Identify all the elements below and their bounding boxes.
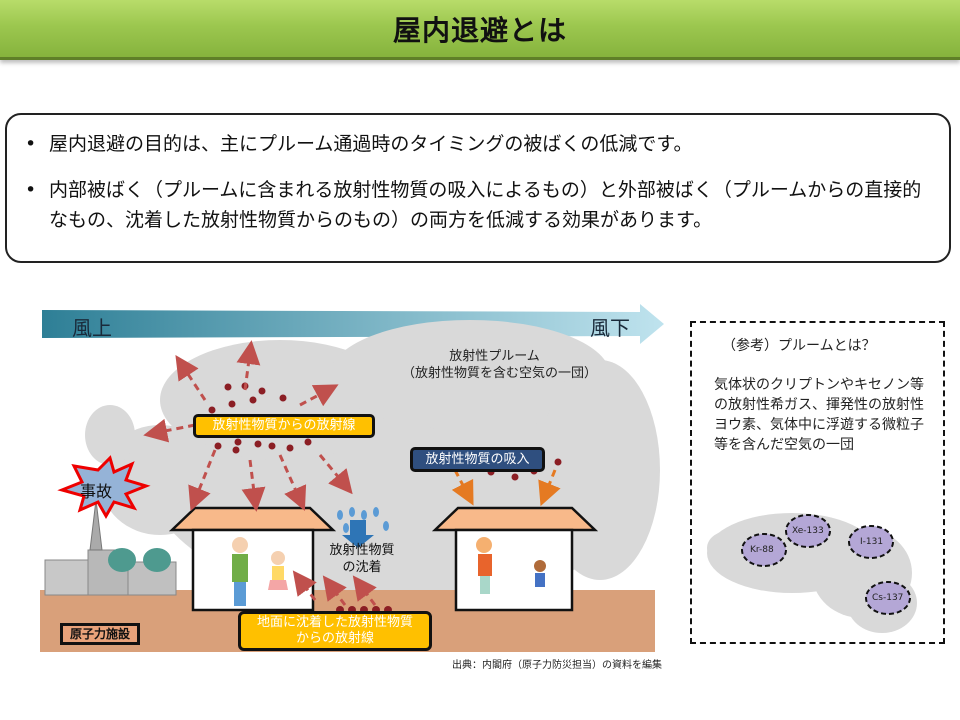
plume-label-line2: （放射性物質を含む空気の一団）: [402, 366, 598, 381]
accident-label: 事故: [80, 482, 113, 501]
radiation-callout: 放射性物質からの放射線: [193, 414, 375, 438]
nuclear-plant-icon: [44, 499, 177, 596]
right-house: [431, 506, 599, 612]
left-house: [168, 506, 337, 612]
upwind-label: 風上: [72, 316, 112, 340]
ground-radiation-line1: 地面に沈着した放射性物質: [256, 615, 413, 630]
summary-bullet: 屋内退避の目的は、主にプルーム通過時のタイミングの被ばくの低減です。: [21, 129, 931, 159]
indoor-sheltering-diagram: 風上 風下 放射性プルーム （放射性物質を含む空気の一団） 放射性物質からの放射…: [0, 290, 680, 690]
radiation-arrows: [143, 340, 377, 606]
facility-label: 原子力施設: [60, 623, 140, 645]
plume-label: 放射性プルーム （放射性物質を含む空気の一団）: [402, 348, 598, 382]
downwind-label: 風下: [590, 316, 630, 340]
deposition-arrow: [342, 520, 374, 548]
source-note: 出典：内閣府（原子力防災担当）の資料を編集: [452, 660, 662, 671]
page-title: 屋内退避とは: [392, 13, 567, 47]
summary-bullet: 内部被ばく（プルームに含まれる放射性物質の吸入によるもの）と外部被ばく（プルーム…: [21, 175, 931, 235]
nuclide-bubble: [741, 533, 787, 567]
reference-body: 気体状のクリプトンやキセノン等の放射性希ガス、揮発性の放射性ヨウ素、気体中に浮遊…: [714, 377, 924, 453]
nuclide-label: Cs-137: [872, 593, 904, 603]
plume-cloud-illustration: [707, 513, 917, 633]
reference-title: （参考）プルームとは？: [722, 338, 876, 354]
plume-label-line1: 放射性プルーム: [449, 349, 540, 364]
summary-box: 屋内退避の目的は、主にプルーム通過時のタイミングの被ばくの低減です。 内部被ばく…: [5, 113, 951, 263]
nuclide-bubble: [785, 514, 831, 548]
reference-box: （参考）プルームとは？ 気体状のクリプトンやキセノン等の放射性希ガス、揮発性の放…: [690, 321, 945, 644]
deposition-line2: の沈着: [342, 560, 382, 575]
rain-drops-icon: [337, 507, 389, 533]
nuclide-label: Kr-88: [750, 545, 774, 555]
deposition-line1: 放射性物質: [329, 543, 395, 558]
inhalation-arrows: [451, 469, 561, 507]
deposition-label: 放射性物質 の沈着: [320, 542, 404, 576]
inhalation-callout: 放射性物質の吸入: [410, 447, 545, 472]
title-bar: 屋内退避とは: [0, 0, 960, 60]
ground-radiation-line2: からの放射線: [295, 631, 374, 646]
nuclide-bubble: [848, 525, 894, 559]
ground-radiation-callout: 地面に沈着した放射性物質 からの放射線: [238, 611, 432, 651]
accident-starburst: [57, 455, 151, 520]
nuclide-label: I-131: [860, 537, 884, 547]
nuclide-bubble: [865, 581, 911, 615]
summary-list: 屋内退避の目的は、主にプルーム通過時のタイミングの被ばくの低減です。 内部被ばく…: [21, 129, 931, 235]
nuclide-label: Xe-133: [792, 526, 824, 536]
